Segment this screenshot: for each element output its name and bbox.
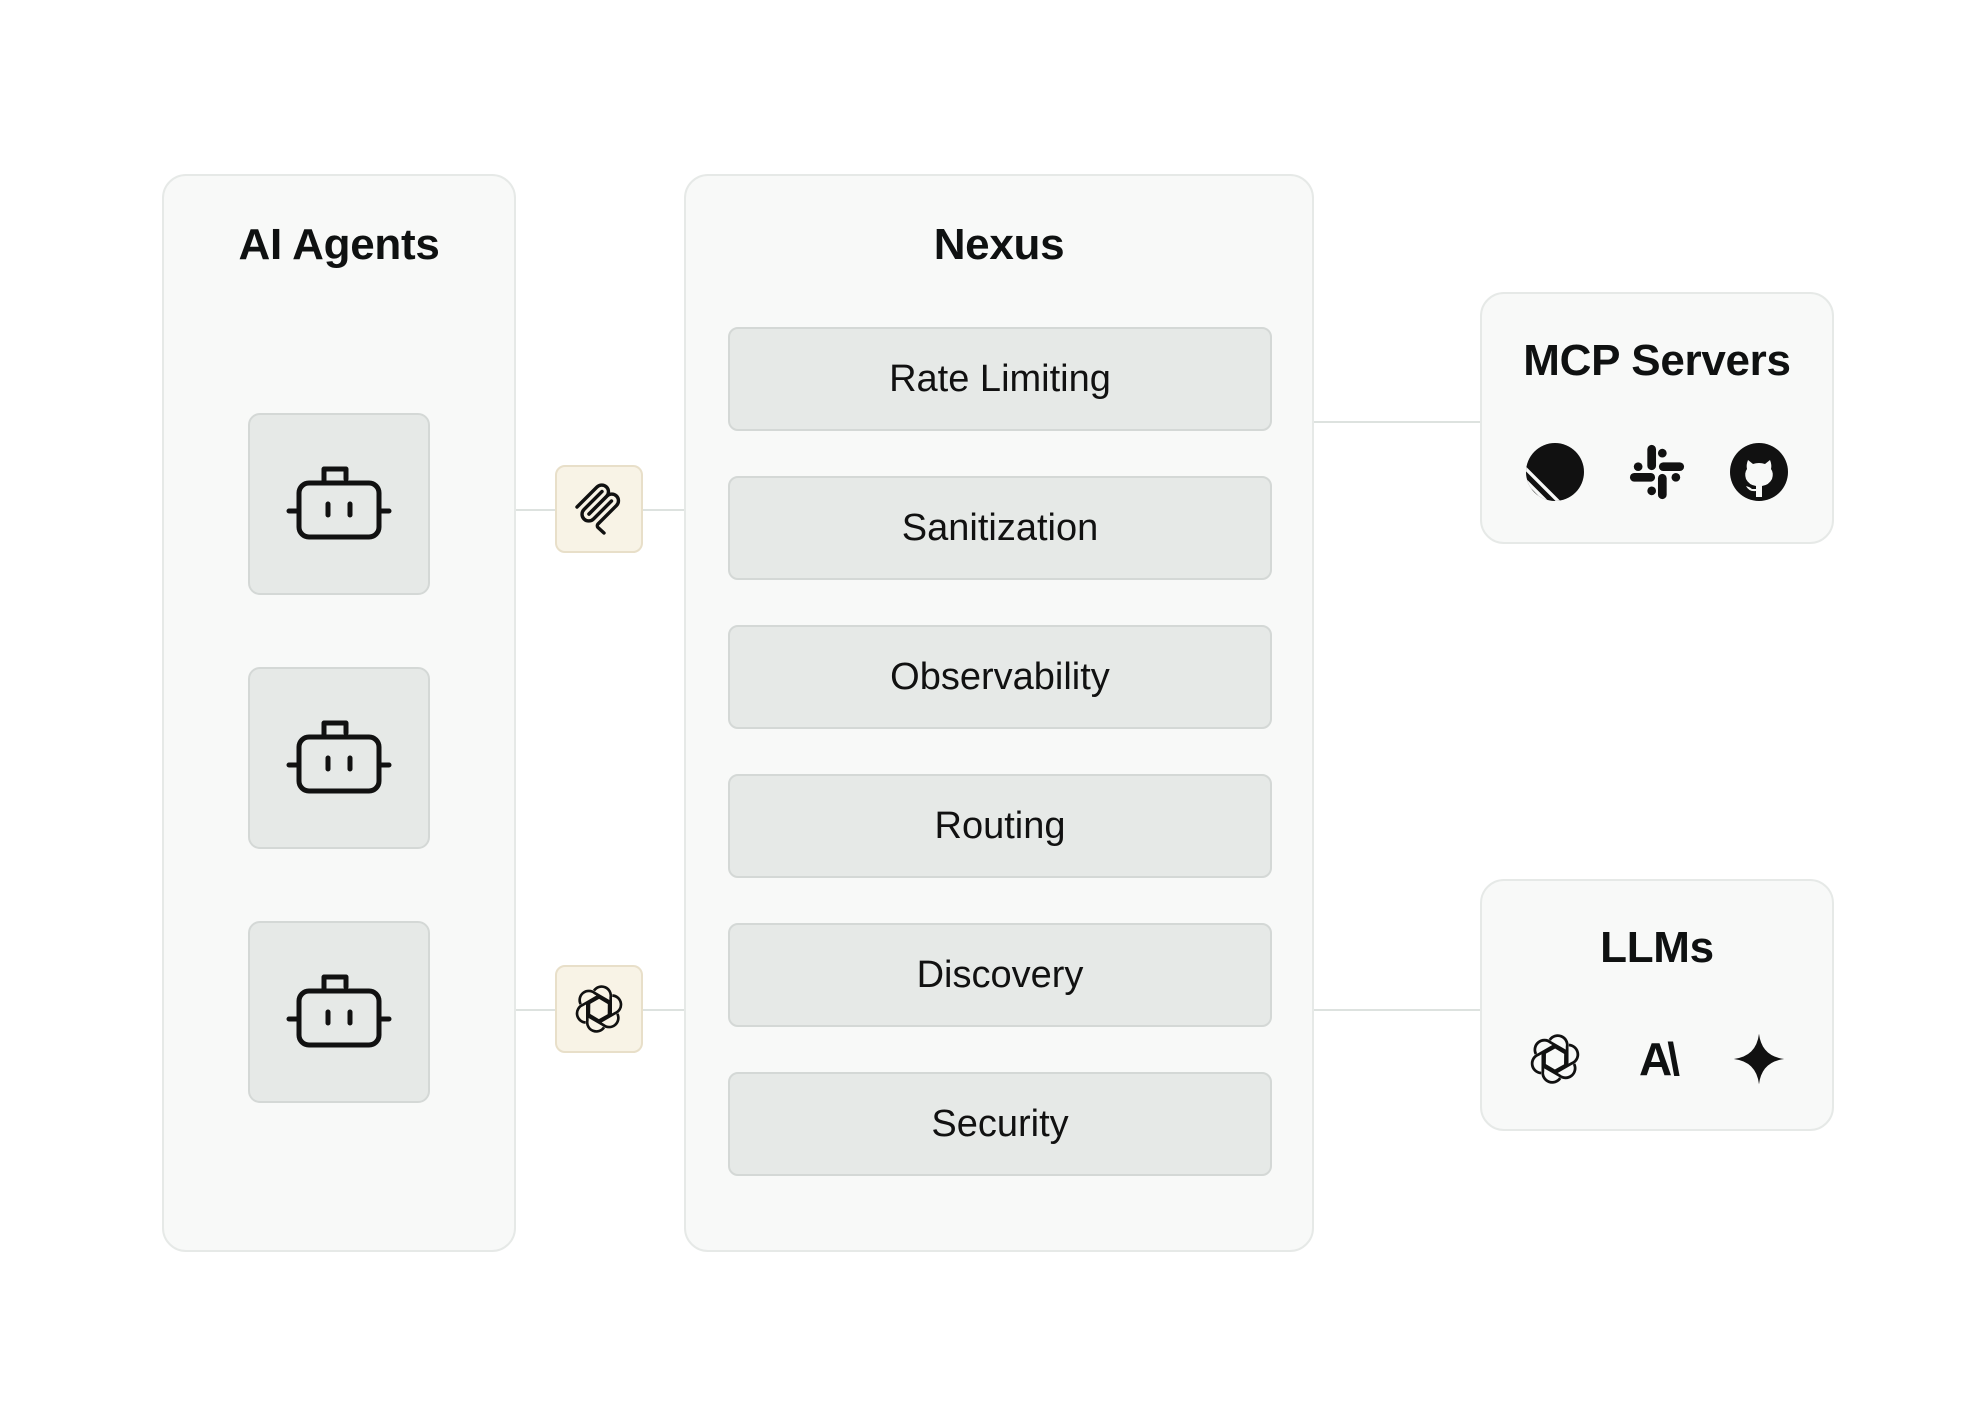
robot-icon	[286, 720, 392, 794]
mcp-logo-icon	[575, 483, 621, 535]
slack-logo-icon[interactable]	[1627, 442, 1687, 502]
github-logo-icon[interactable]	[1729, 442, 1789, 502]
connector-line-nexus-mcp	[1314, 421, 1480, 423]
ai-agents-title: AI Agents	[238, 220, 440, 269]
connector-line-nexus-llms	[1314, 1009, 1480, 1011]
nexus-title: Nexus	[933, 220, 1065, 269]
gemini-sparkle-icon[interactable]	[1729, 1029, 1789, 1089]
mcp-protocol-badge	[555, 465, 643, 553]
agent-tile[interactable]	[248, 413, 430, 595]
robot-icon	[286, 466, 392, 540]
ai-agents-panel: AI Agents	[162, 174, 516, 1252]
mcp-servers-panel: MCP Servers	[1480, 292, 1834, 544]
feature-rate-limiting[interactable]: Rate Limiting	[728, 327, 1272, 431]
mcp-logo-row	[1482, 442, 1832, 502]
feature-sanitization[interactable]: Sanitization	[728, 476, 1272, 580]
feature-routing[interactable]: Routing	[728, 774, 1272, 878]
llms-title: LLMs	[1600, 923, 1714, 972]
nexus-panel: Nexus Rate Limiting Sanitization Observa…	[684, 174, 1314, 1252]
llms-panel: LLMs A\	[1480, 879, 1834, 1131]
feature-discovery[interactable]: Discovery	[728, 923, 1272, 1027]
linear-logo-icon[interactable]	[1525, 442, 1585, 502]
openai-api-badge	[555, 965, 643, 1053]
feature-observability[interactable]: Observability	[728, 625, 1272, 729]
mcp-servers-title: MCP Servers	[1523, 336, 1791, 385]
feature-security[interactable]: Security	[728, 1072, 1272, 1176]
openai-logo-icon	[574, 985, 624, 1033]
llm-logo-row: A\	[1482, 1029, 1832, 1089]
agent-tile[interactable]	[248, 921, 430, 1103]
robot-icon	[286, 974, 392, 1048]
openai-logo-icon[interactable]	[1525, 1029, 1585, 1089]
agent-tile[interactable]	[248, 667, 430, 849]
anthropic-logo-icon[interactable]: A\	[1639, 1033, 1680, 1085]
